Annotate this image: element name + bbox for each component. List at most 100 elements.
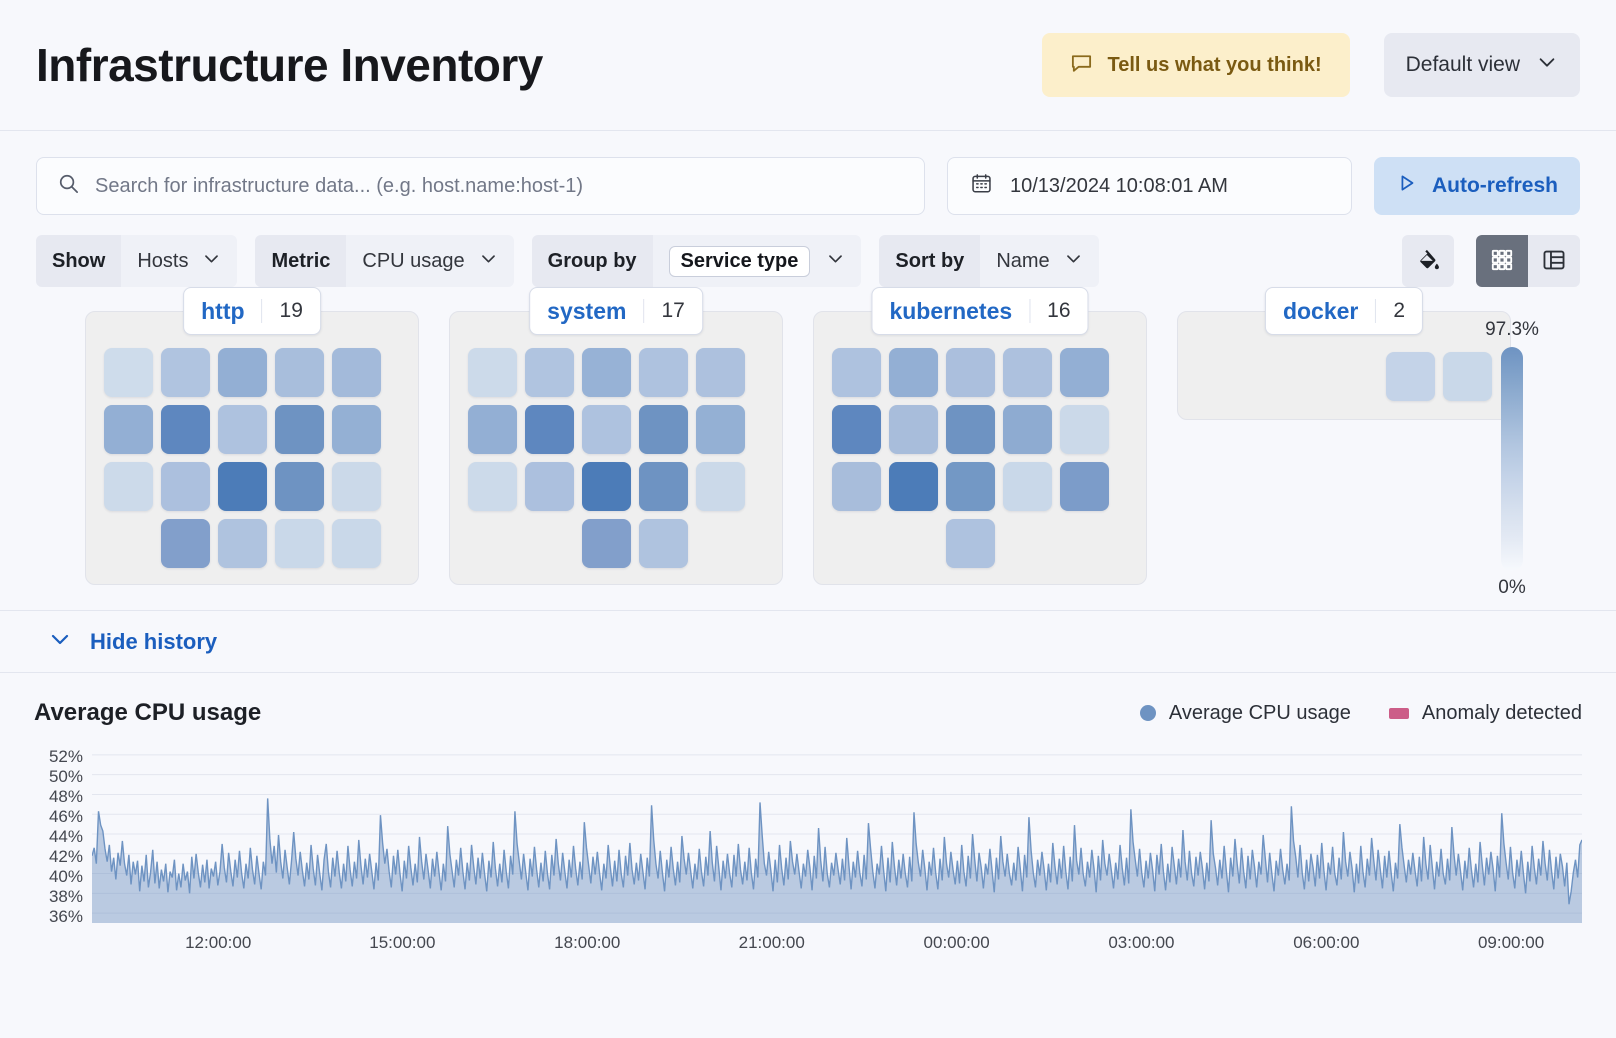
legend-label: Average CPU usage xyxy=(1168,701,1351,724)
host-tile[interactable] xyxy=(104,405,153,454)
search-input[interactable]: Search for infrastructure data... (e.g. … xyxy=(36,157,925,215)
host-tile[interactable] xyxy=(468,405,517,454)
tile-grid xyxy=(104,348,400,568)
plot-area[interactable] xyxy=(92,745,1582,923)
host-tile[interactable] xyxy=(218,405,267,454)
host-tile[interactable] xyxy=(275,519,324,568)
filter-sort-by: Sort by Name xyxy=(879,235,1099,287)
host-tile[interactable] xyxy=(639,348,688,397)
host-tile[interactable] xyxy=(1060,462,1109,511)
chevron-down-icon xyxy=(1064,249,1083,274)
grid-view-button[interactable] xyxy=(1476,235,1528,287)
group-count: 2 xyxy=(1375,299,1422,323)
hide-history-toggle[interactable]: Hide history xyxy=(0,611,1616,673)
date-picker[interactable]: 10/13/2024 10:08:01 AM xyxy=(946,157,1352,215)
search-placeholder: Search for infrastructure data... (e.g. … xyxy=(95,174,584,197)
host-tile[interactable] xyxy=(218,348,267,397)
host-tile[interactable] xyxy=(832,348,881,397)
host-tile[interactable] xyxy=(1386,352,1435,401)
host-tile[interactable] xyxy=(582,348,631,397)
host-tile[interactable] xyxy=(639,462,688,511)
area-fill xyxy=(92,798,1582,923)
host-tile[interactable] xyxy=(696,405,745,454)
host-tile[interactable] xyxy=(525,462,574,511)
color-scale-max: 97.3% xyxy=(1485,319,1539,340)
host-tile[interactable] xyxy=(104,462,153,511)
x-tick-label: 00:00:00 xyxy=(923,933,990,952)
host-tile[interactable] xyxy=(332,519,381,568)
host-tile[interactable] xyxy=(889,462,938,511)
host-tile[interactable] xyxy=(468,462,517,511)
host-tile[interactable] xyxy=(946,462,995,511)
host-tile[interactable] xyxy=(1003,462,1052,511)
host-tile[interactable] xyxy=(832,462,881,511)
feedback-button[interactable]: Tell us what you think! xyxy=(1041,33,1350,97)
plot-wrapper: 52%50%48%46%44%42%40%38%36% xyxy=(34,745,1582,926)
host-tile[interactable] xyxy=(161,462,210,511)
legend-item-anomaly-detected[interactable]: Anomaly detected xyxy=(1388,701,1582,725)
host-tile[interactable] xyxy=(696,348,745,397)
filter-show-value[interactable]: Hosts xyxy=(121,235,238,287)
host-tile[interactable] xyxy=(582,405,631,454)
host-tile[interactable] xyxy=(946,405,995,454)
host-tile[interactable] xyxy=(161,405,210,454)
host-tile[interactable] xyxy=(946,519,995,568)
host-tile[interactable] xyxy=(525,348,574,397)
y-tick-label: 48% xyxy=(48,787,83,806)
host-tile[interactable] xyxy=(1060,405,1109,454)
table-view-icon xyxy=(1541,247,1567,276)
host-tile[interactable] xyxy=(639,405,688,454)
color-fill-icon-button[interactable] xyxy=(1402,235,1454,287)
host-tile[interactable] xyxy=(332,405,381,454)
host-tile[interactable] xyxy=(332,462,381,511)
host-tile[interactable] xyxy=(832,405,881,454)
legend-label: Anomaly detected xyxy=(1421,701,1582,724)
search-row: Search for infrastructure data... (e.g. … xyxy=(36,157,1580,215)
host-tile[interactable] xyxy=(275,405,324,454)
host-tile[interactable] xyxy=(332,348,381,397)
host-tile[interactable] xyxy=(275,348,324,397)
host-tile[interactable] xyxy=(161,348,210,397)
x-tick-label: 06:00:00 xyxy=(1293,933,1360,952)
filter-group-by-value[interactable]: Service type xyxy=(652,235,862,287)
color-scale-legend: 97.3% 0% xyxy=(1472,319,1552,599)
host-tile[interactable] xyxy=(161,519,210,568)
color-scale-min: 0% xyxy=(1498,577,1526,598)
view-mode-switch xyxy=(1476,235,1580,287)
host-tile[interactable] xyxy=(218,519,267,568)
auto-refresh-button[interactable]: Auto-refresh xyxy=(1373,157,1580,215)
host-tile[interactable] xyxy=(582,519,631,568)
table-view-button[interactable] xyxy=(1528,235,1580,287)
filter-group-by-value-text: Service type xyxy=(668,245,811,277)
host-tile[interactable] xyxy=(275,462,324,511)
host-tile[interactable] xyxy=(104,348,153,397)
chart-legend: Average CPU usage Anomaly detected xyxy=(1139,701,1582,725)
y-tick-label: 38% xyxy=(48,887,83,906)
host-tile[interactable] xyxy=(582,462,631,511)
host-tile[interactable] xyxy=(1443,352,1492,401)
filter-metric-value[interactable]: CPU usage xyxy=(346,235,514,287)
host-tile[interactable] xyxy=(1003,405,1052,454)
host-tile[interactable] xyxy=(1003,348,1052,397)
filter-show: Show Hosts xyxy=(36,235,238,287)
filter-sort-by-value[interactable]: Name xyxy=(980,235,1099,287)
x-tick-label: 21:00:00 xyxy=(738,933,805,952)
host-tile[interactable] xyxy=(1060,348,1109,397)
tile-spacer xyxy=(525,519,574,568)
legend-item-average-cpu-usage[interactable]: Average CPU usage xyxy=(1139,701,1351,725)
host-tile[interactable] xyxy=(468,348,517,397)
host-tile[interactable] xyxy=(889,348,938,397)
default-view-button[interactable]: Default view xyxy=(1383,33,1580,97)
host-tile[interactable] xyxy=(525,405,574,454)
tile-grid xyxy=(832,348,1128,568)
host-tile[interactable] xyxy=(889,405,938,454)
area-chart-svg xyxy=(92,745,1582,923)
host-tile[interactable] xyxy=(696,462,745,511)
host-tile[interactable] xyxy=(639,519,688,568)
host-tile[interactable] xyxy=(946,348,995,397)
host-tile[interactable] xyxy=(218,462,267,511)
